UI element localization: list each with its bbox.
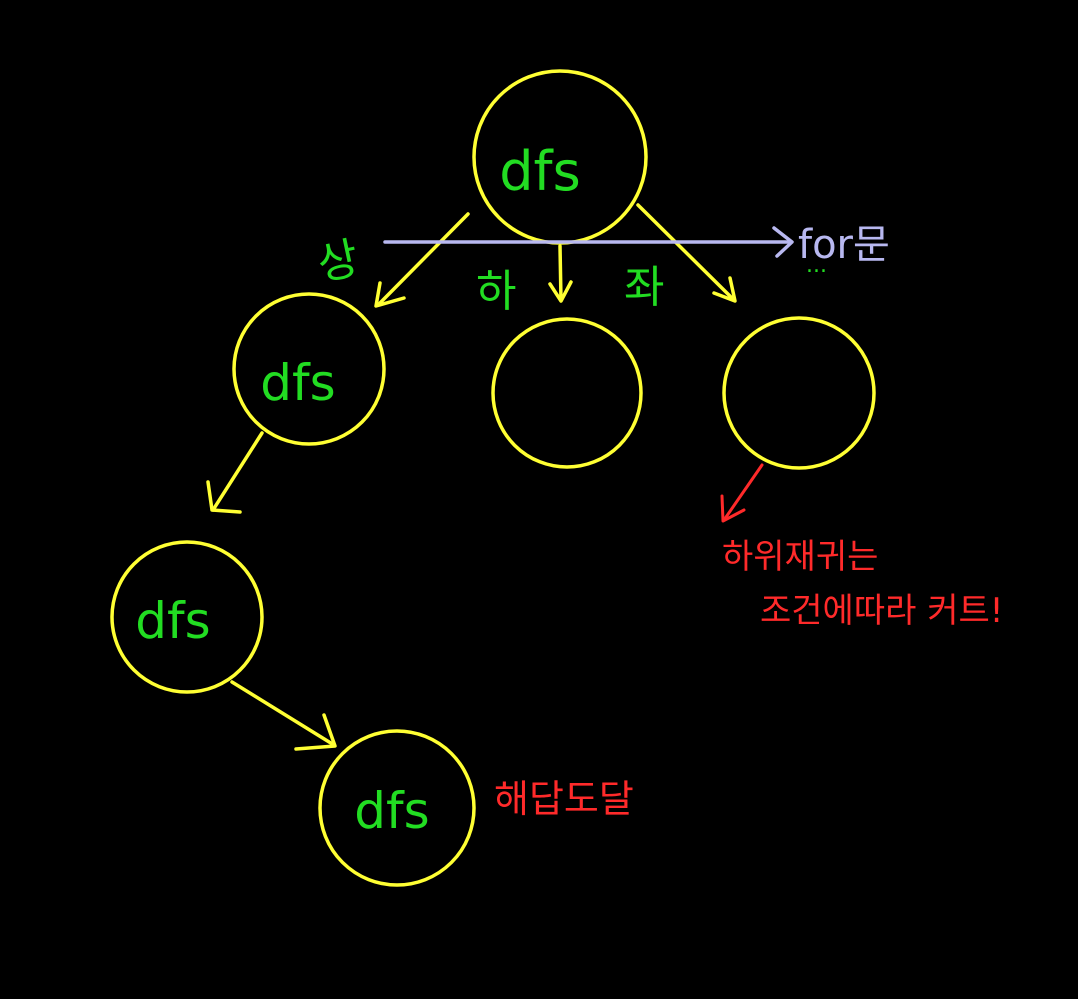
node-root-label: dfs xyxy=(499,140,580,203)
arrow-root-to-down xyxy=(548,244,573,303)
arrow-root-to-left xyxy=(636,203,737,303)
arrow-grandchild-to-leaf xyxy=(230,680,337,751)
direction-label-up: 상 xyxy=(313,233,363,291)
answer-reached-note: 해답도달 xyxy=(494,777,634,821)
prune-arrow xyxy=(720,463,764,523)
node-grandchild: dfs xyxy=(110,540,264,694)
node-child-down xyxy=(491,317,643,469)
prune-note-line2: 조건에따라 커트! xyxy=(760,591,1003,631)
for-loop-arrow xyxy=(383,226,794,258)
arrow-up-to-grandchild xyxy=(206,431,264,514)
node-leaf: dfs xyxy=(318,729,476,887)
node-leaf-label: dfs xyxy=(354,782,429,840)
direction-label-down: 하 xyxy=(476,266,516,317)
prune-note-line1: 하위재귀는 xyxy=(722,537,878,577)
node-root: dfs xyxy=(472,69,648,245)
node-child-up: dfs xyxy=(232,292,386,446)
for-loop-ellipsis: ... xyxy=(806,253,827,278)
arrow-root-to-up xyxy=(374,212,470,308)
for-loop-label: for문 xyxy=(798,222,890,268)
node-child-left xyxy=(722,316,876,470)
node-grandchild-label: dfs xyxy=(135,592,210,650)
direction-label-left: 좌 xyxy=(624,262,664,313)
node-child-up-label: dfs xyxy=(260,354,335,412)
